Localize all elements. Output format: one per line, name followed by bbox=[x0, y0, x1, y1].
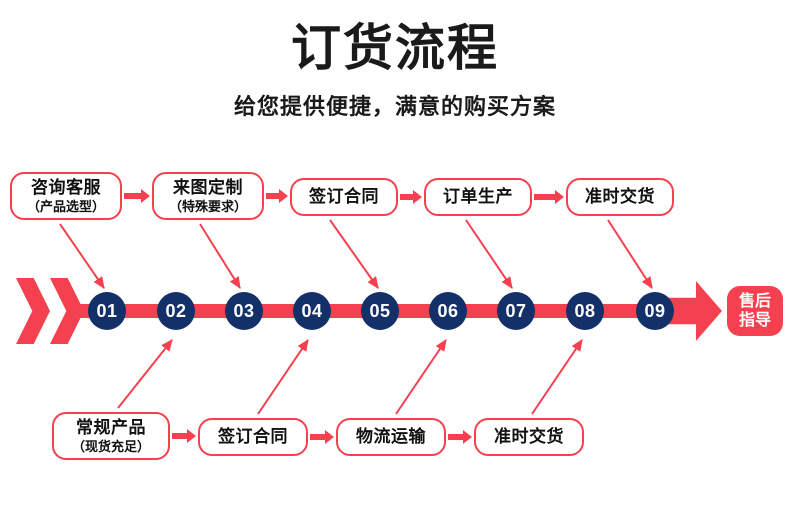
arrow-shaft bbox=[266, 193, 279, 199]
timeline-node-01[interactable]: 01 bbox=[88, 292, 126, 330]
bottom-to-node-arrow-icon-2 bbox=[257, 339, 309, 415]
top-step-box-4[interactable]: 订单生产 bbox=[424, 178, 532, 216]
bottom-to-node-arrow-icon-3 bbox=[395, 339, 447, 415]
step-box-secondary-label: （现货充足） bbox=[71, 438, 150, 454]
bottom-to-node-arrow-icon-1 bbox=[117, 339, 173, 409]
arrow-head bbox=[325, 430, 334, 444]
timeline-node-label: 04 bbox=[301, 300, 323, 321]
after-sales-badge[interactable]: 售后 指导 bbox=[727, 286, 783, 336]
bottom-connector-arrow-icon-2 bbox=[310, 430, 334, 444]
arrow-head bbox=[279, 189, 288, 203]
timeline-node-08[interactable]: 08 bbox=[566, 292, 604, 330]
top-to-node-arrow-icon-3 bbox=[329, 219, 379, 289]
arrow-shaft bbox=[172, 433, 187, 439]
arrow-shaft bbox=[124, 193, 141, 199]
top-step-box-5[interactable]: 准时交货 bbox=[566, 178, 674, 216]
after-sales-badge-line2: 指导 bbox=[738, 312, 771, 329]
bottom-connector-arrow-icon-3 bbox=[448, 430, 472, 444]
timeline-node-label: 05 bbox=[369, 300, 391, 321]
step-box-primary-label: 物流运输 bbox=[356, 427, 426, 446]
arrow-head bbox=[463, 430, 472, 444]
timeline-node-07[interactable]: 07 bbox=[497, 292, 535, 330]
bottom-to-node-arrow-icon-4 bbox=[531, 339, 583, 415]
arrow-head bbox=[413, 190, 422, 204]
bottom-connector-arrow-icon-1 bbox=[172, 429, 196, 443]
timeline-node-03[interactable]: 03 bbox=[225, 292, 263, 330]
step-box-secondary-label: （特殊要求） bbox=[168, 198, 247, 214]
bottom-step-box-3[interactable]: 物流运输 bbox=[336, 418, 446, 456]
arrow-shaft bbox=[310, 434, 325, 440]
arrow-head bbox=[555, 190, 564, 204]
step-box-primary-label: 来图定制 bbox=[173, 177, 243, 197]
step-box-secondary-label: （产品选型） bbox=[26, 198, 105, 214]
timeline-node-label: 08 bbox=[574, 300, 596, 321]
timeline-node-05[interactable]: 05 bbox=[361, 292, 399, 330]
top-to-node-arrow-icon-2 bbox=[199, 223, 241, 290]
arrow-shaft bbox=[534, 194, 555, 200]
step-box-primary-label: 签订合同 bbox=[218, 427, 288, 446]
timeline-node-09[interactable]: 09 bbox=[636, 292, 674, 330]
arrow-head bbox=[187, 429, 196, 443]
step-box-primary-label: 咨询客服 bbox=[31, 177, 101, 197]
step-box-primary-label: 订单生产 bbox=[443, 187, 513, 206]
timeline-node-label: 01 bbox=[96, 300, 118, 321]
step-box-primary-label: 常规产品 bbox=[76, 417, 146, 437]
bottom-arrow-group bbox=[117, 339, 583, 415]
step-box-primary-label: 签订合同 bbox=[309, 187, 379, 206]
timeline-node-label: 09 bbox=[644, 300, 666, 321]
arrow-shaft bbox=[448, 434, 463, 440]
page-subtitle: 给您提供便捷，满意的购买方案 bbox=[233, 94, 556, 119]
top-step-box-1[interactable]: 咨询客服（产品选型） bbox=[10, 172, 122, 220]
top-step-box-2[interactable]: 来图定制（特殊要求） bbox=[152, 172, 264, 220]
timeline-node-06[interactable]: 06 bbox=[429, 292, 467, 330]
chevron-icon-1 bbox=[16, 278, 50, 344]
top-connector-arrow-icon-3 bbox=[400, 190, 422, 204]
timeline-node-02[interactable]: 02 bbox=[157, 292, 195, 330]
timeline-node-label: 07 bbox=[505, 300, 527, 321]
page-title: 订货流程 bbox=[291, 20, 499, 76]
step-box-primary-label: 准时交货 bbox=[585, 187, 655, 206]
timeline-node-label: 06 bbox=[437, 300, 459, 321]
top-to-node-arrow-icon-5 bbox=[607, 219, 653, 290]
timeline-node-label: 03 bbox=[233, 300, 255, 321]
arrow-head bbox=[141, 189, 150, 203]
top-connector-arrow-icon-1 bbox=[124, 189, 150, 203]
top-step-box-3[interactable]: 签订合同 bbox=[290, 178, 398, 216]
bottom-step-box-1[interactable]: 常规产品（现货充足） bbox=[52, 412, 170, 460]
step-box-primary-label: 准时交货 bbox=[494, 427, 564, 446]
bottom-step-box-4[interactable]: 准时交货 bbox=[474, 418, 584, 456]
after-sales-badge-line1: 售后 bbox=[738, 293, 771, 310]
top-to-node-arrow-icon-4 bbox=[465, 219, 513, 289]
timeline-node-label: 02 bbox=[165, 300, 187, 321]
bottom-step-box-2[interactable]: 签订合同 bbox=[198, 418, 308, 456]
arrow-shaft bbox=[400, 194, 413, 200]
top-connector-arrow-icon-2 bbox=[266, 189, 288, 203]
top-connector-arrow-icon-4 bbox=[534, 190, 564, 204]
top-arrow-group bbox=[59, 219, 653, 290]
timeline-node-04[interactable]: 04 bbox=[293, 292, 331, 330]
